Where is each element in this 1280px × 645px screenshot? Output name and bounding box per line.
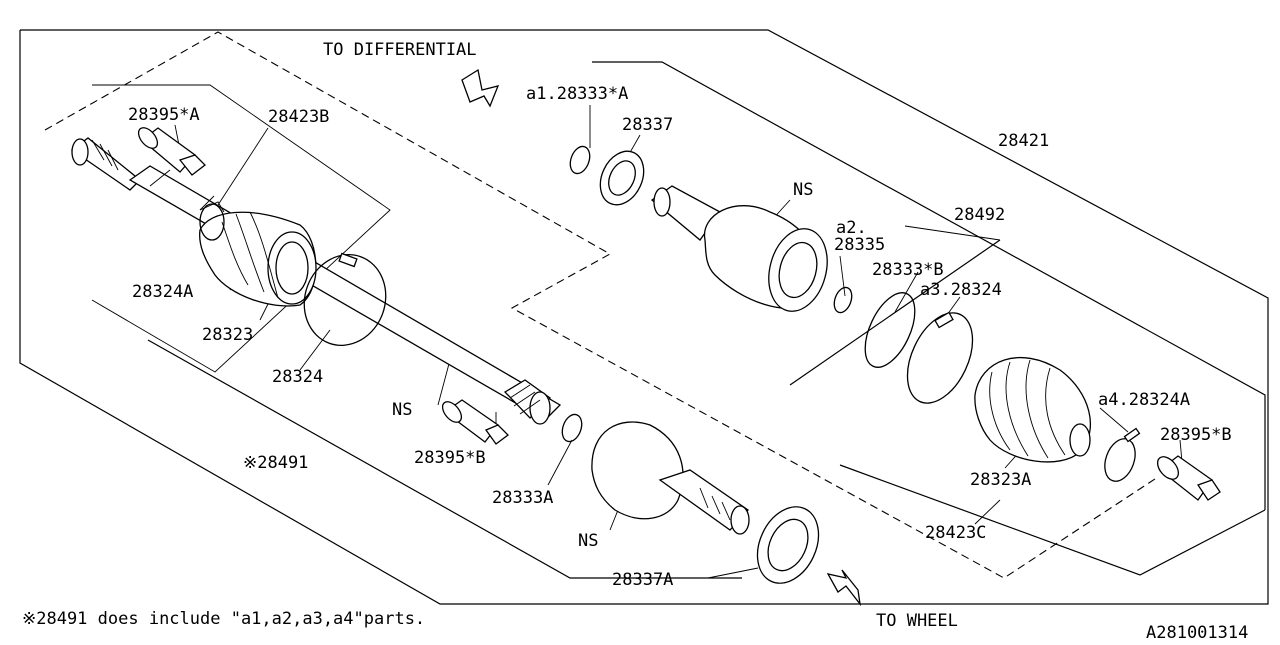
footnote: ※28491 does include "a1,a2,a3,a4"parts. <box>22 609 425 629</box>
part-label-28333B: 28333*B <box>872 260 944 280</box>
outer-frame <box>19 29 1269 605</box>
part-label-28395B-right: 28395*B <box>1160 425 1232 445</box>
part-label-a2-line1: a2. <box>836 218 867 238</box>
part-label-28491: ※28491 <box>243 453 308 473</box>
part-label-ns-outer: NS <box>578 531 598 551</box>
part-label-28337: 28337 <box>622 115 673 135</box>
part-label-a1: a1.28333*A <box>526 84 628 104</box>
part-label-28333A: 28333A <box>492 488 553 508</box>
bracket-28491 <box>147 339 742 579</box>
bracket-28423B <box>91 84 391 373</box>
arrow-to-wheel-icon <box>826 569 861 607</box>
part-label-28323A: 28323A <box>970 470 1031 490</box>
diagram-id: A281001314 <box>1146 623 1248 640</box>
inner-cv-joint <box>569 145 974 404</box>
part-label-28492: 28492 <box>954 205 1005 225</box>
boot-28323A <box>974 356 1221 501</box>
part-label-28337A: 28337A <box>612 570 673 590</box>
bracket-28423C <box>839 464 1266 576</box>
arrow-to-differential-icon <box>461 68 500 108</box>
part-label-a3: a3.28324 <box>920 280 1002 300</box>
part-label-a2-line2: 28335 <box>834 235 885 255</box>
part-label-28395A: 28395*A <box>128 105 200 125</box>
dashed-group-left <box>44 31 1159 579</box>
part-label-28324: 28324 <box>272 367 323 387</box>
part-label-28423C: 28423C <box>925 523 986 543</box>
label-to-differential: TO DIFFERENTIAL <box>323 40 477 60</box>
part-label-28323: 28323 <box>202 325 253 345</box>
part-label-28324A: 28324A <box>132 282 193 302</box>
label-to-wheel: TO WHEEL <box>876 611 958 631</box>
bracket-28492 <box>789 239 1001 386</box>
part-label-ns-shaft: NS <box>392 400 412 420</box>
part-label-28423B: 28423B <box>268 107 329 127</box>
part-label-28395B-left: 28395*B <box>414 448 486 468</box>
part-label-ns-inner: NS <box>793 180 813 200</box>
bracket-28421 <box>592 61 1266 510</box>
leader-28492 <box>904 225 1001 241</box>
part-label-a4: a4.28324A <box>1098 390 1190 410</box>
left-shaft-assembly <box>70 127 583 445</box>
part-label-28421: 28421 <box>998 131 1049 151</box>
outer-cv-joint <box>591 421 820 584</box>
